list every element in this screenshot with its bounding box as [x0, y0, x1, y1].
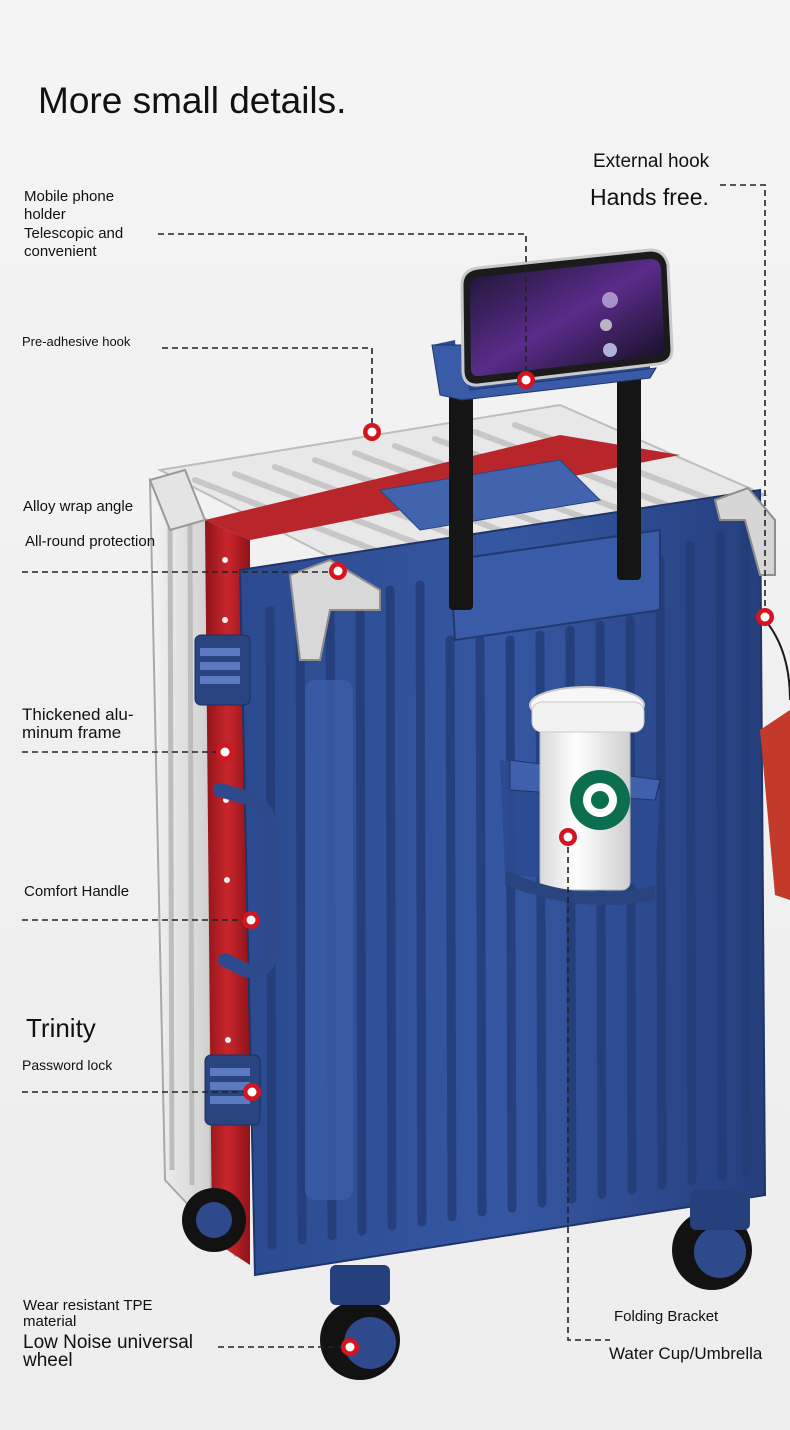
red-dot-marker-icon: [341, 1338, 359, 1356]
label-password-lock: Password lock: [22, 1057, 113, 1073]
red-dot-marker-icon: [363, 423, 381, 441]
red-dot-marker-icon: [242, 911, 260, 929]
label-wheel-line4: wheel: [23, 1350, 73, 1371]
label-wheel-line2: material: [23, 1313, 77, 1330]
label-phone-holder-line4: convenient: [24, 243, 97, 260]
red-dot-markers: [216, 371, 774, 1356]
red-dot-marker-icon: [756, 608, 774, 626]
label-wheel-line3: Low Noise universal: [23, 1332, 194, 1353]
suitcase-corner-guards: [148, 468, 776, 661]
label-alloy-wrap-angle: Alloy wrap angle: [23, 498, 134, 515]
red-dot-marker-icon: [559, 828, 577, 846]
cup-holder: [500, 686, 661, 905]
wheels: [182, 1188, 752, 1380]
label-wheel-line1: Wear resistant TPE: [23, 1297, 153, 1314]
external-hook: [760, 619, 790, 900]
label-hands-free: Hands free.: [590, 184, 709, 210]
red-dot-marker-icon: [517, 371, 535, 389]
label-trinity: Trinity: [26, 1013, 96, 1043]
label-pre-adhesive-hook: Pre-adhesive hook: [22, 334, 131, 349]
label-external-hook: External hook: [593, 151, 710, 172]
label-thickened-frame-line1: Thickened alu-: [22, 705, 134, 724]
label-phone-holder-line1: Mobile phone: [24, 188, 115, 205]
red-dot-marker-icon: [329, 562, 347, 580]
red-dot-marker-icon: [216, 743, 234, 761]
label-water-cup-umbrella: Water Cup/Umbrella: [609, 1344, 763, 1363]
label-thickened-frame-line2: minum frame: [22, 723, 122, 742]
mobile-phone: [460, 248, 674, 387]
red-dot-marker-icon: [243, 1083, 261, 1101]
label-phone-holder-line2: holder: [24, 206, 66, 223]
page-title: More small details.: [38, 80, 347, 121]
leader-lines: [22, 184, 766, 1348]
side-handle-and-locks: [194, 634, 280, 1126]
label-all-round-protection: All-round protection: [25, 533, 156, 550]
label-comfort-handle: Comfort Handle: [24, 883, 130, 900]
label-phone-holder-line3: Telescopic and: [24, 225, 124, 242]
label-folding-bracket: Folding Bracket: [614, 1308, 719, 1325]
